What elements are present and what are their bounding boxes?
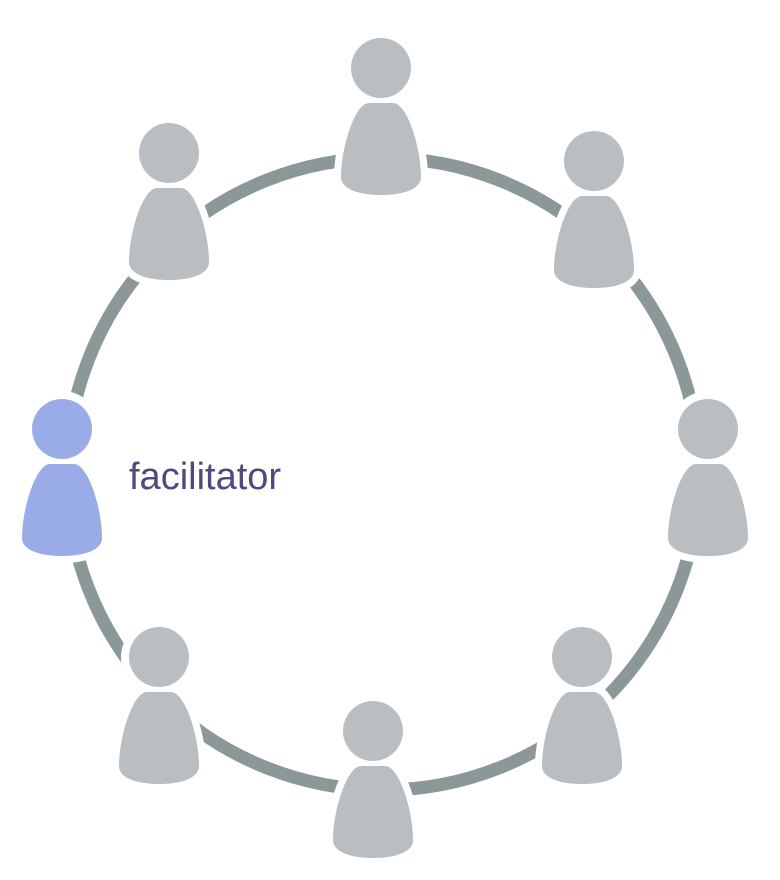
- participant-person-icon: [326, 693, 420, 865]
- person-head: [552, 627, 612, 687]
- person-head: [351, 38, 411, 98]
- participant-person-icon: [334, 30, 428, 202]
- person-body: [22, 464, 102, 556]
- person-head: [678, 399, 738, 459]
- person-body: [554, 196, 634, 288]
- participant-person-icon: [535, 619, 629, 791]
- person-body: [333, 766, 413, 858]
- people-group: [15, 30, 755, 865]
- facilitator-label: facilitator: [129, 456, 282, 498]
- person-head: [139, 123, 199, 183]
- person-body: [668, 464, 748, 556]
- person-body: [129, 188, 209, 280]
- participant-person-icon: [122, 115, 216, 287]
- participant-person-icon: [661, 391, 755, 563]
- person-head: [129, 627, 189, 687]
- participant-person-icon: [547, 123, 641, 295]
- person-head: [32, 399, 92, 459]
- person-body: [119, 692, 199, 784]
- participant-person-icon: [112, 619, 206, 791]
- person-body: [341, 103, 421, 195]
- person-head: [343, 701, 403, 761]
- person-head: [564, 131, 624, 191]
- facilitator-person-icon: [15, 391, 109, 563]
- person-body: [542, 692, 622, 784]
